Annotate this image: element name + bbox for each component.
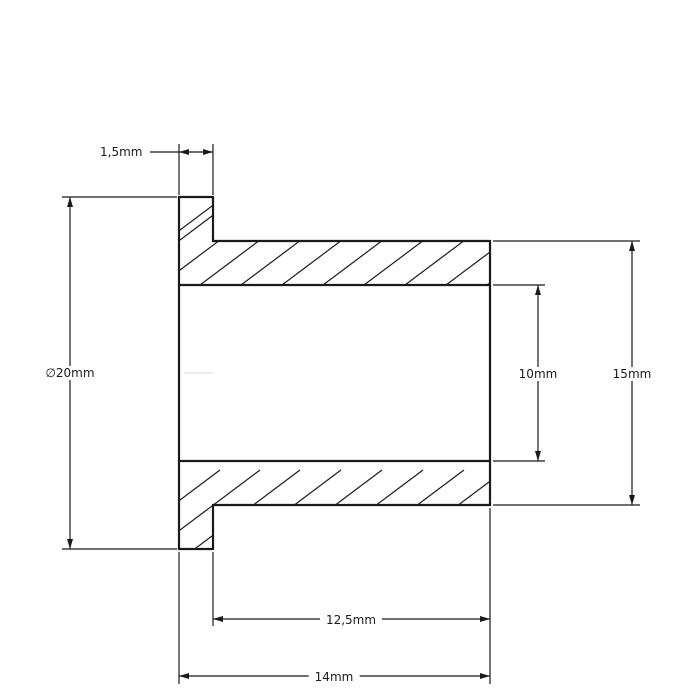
label-flange-thickness: 1,5mm [98, 145, 145, 159]
label-outer-diameter: 15mm [608, 367, 656, 381]
label-inner-diameter: 10mm [514, 367, 562, 381]
label-overall-length: 14mm [308, 670, 360, 684]
label-tube-length: 12,5mm [319, 613, 383, 627]
dim-flange-thickness [150, 144, 214, 195]
upper-section [177, 195, 492, 287]
label-flange-diameter: ∅20mm [41, 366, 99, 380]
bore-outline [177, 285, 492, 461]
dim-tube-length [212, 508, 491, 684]
